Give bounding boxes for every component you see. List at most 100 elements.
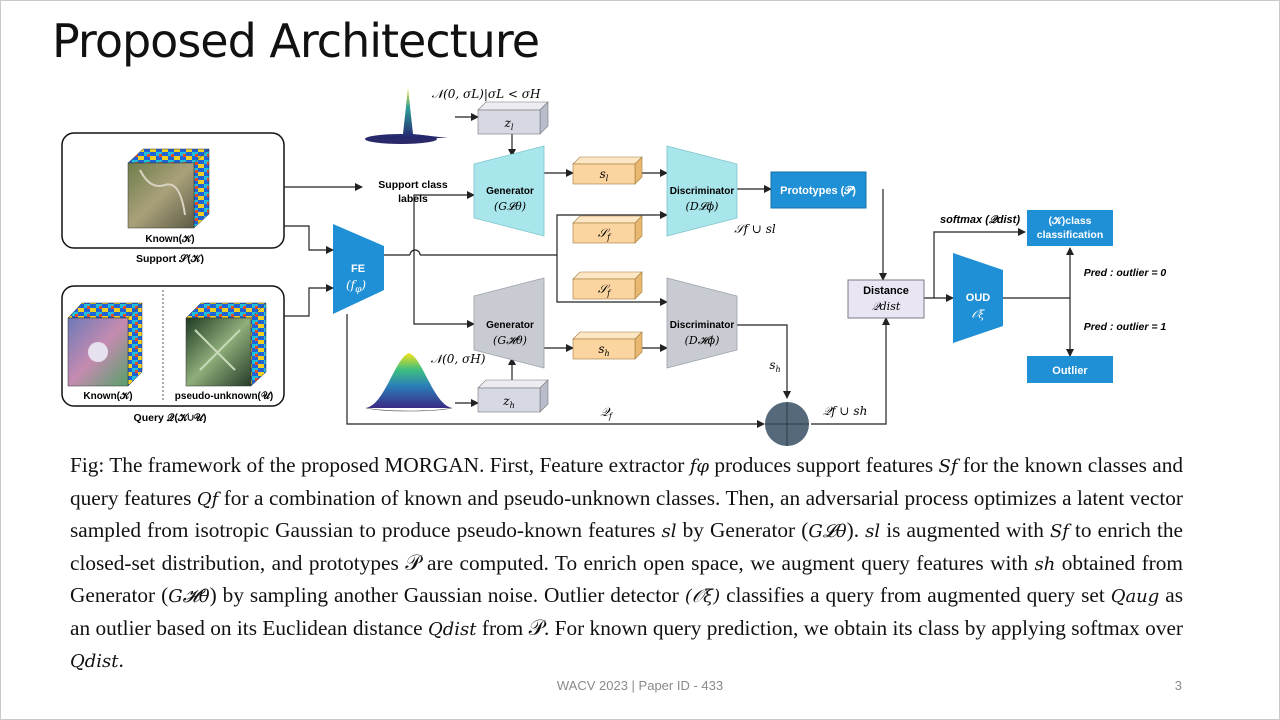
- fe-sub-phi: φ: [355, 285, 362, 295]
- caption-l4-var2: sl: [865, 521, 881, 542]
- distance-sub: 𝒬dist: [872, 300, 901, 313]
- architecture-diagram: Known(𝒦) Support 𝒮(𝒦) Known(𝒦) pseudo-un…: [61, 87, 1167, 446]
- noise-low-label: 𝒩(0, σL)|σL < σH: [432, 87, 541, 101]
- svg-text:sl: sl: [600, 167, 609, 183]
- svg-text:sh: sh: [769, 358, 780, 374]
- caption-l5-var: sh: [1034, 553, 1056, 575]
- gen-l-title: Generator: [486, 186, 534, 197]
- noise-high-label: 𝒩(0, σH): [431, 352, 486, 366]
- support-panel: Known(𝒦): [61, 132, 285, 249]
- figure-caption: Fig: The framework of the proposed MORGA…: [70, 450, 1183, 678]
- query-label: Query 𝒬(𝒦∪𝒰): [134, 411, 207, 424]
- svg-text:(fφ): (fφ): [346, 278, 366, 295]
- caption-l2: known classes and query features: [70, 453, 1184, 510]
- slide-title: Proposed Architecture: [52, 14, 540, 68]
- pred-outlier-1: Pred : outlier = 1: [1084, 321, 1167, 333]
- discriminator-low: Discriminator (D𝓛ϕ): [666, 145, 738, 237]
- caption-l4d: to enrich the closed-set distribution, a…: [70, 518, 1183, 575]
- feat-s-f-2: 𝒮f: [572, 271, 643, 300]
- support-known-label: Known(𝒦): [145, 233, 194, 245]
- caption-l3: adversarial process optimizes a latent v…: [70, 485, 1183, 543]
- caption-l1-var: fφ: [689, 456, 709, 477]
- z-h-label: z: [502, 394, 510, 408]
- slide-footer: WACV 2023 | Paper ID - 433: [556, 678, 724, 693]
- caption-l6: Gaussian noise. Outlier detector: [403, 583, 685, 607]
- caption-l5-var2: G𝓗θ: [168, 586, 210, 607]
- s-l-label: s: [600, 167, 606, 181]
- support-hsi-cube: [127, 148, 210, 229]
- gen-h-sub: (G𝓗θ): [493, 334, 527, 347]
- s-h-side-label: s: [769, 358, 775, 372]
- caption-l5: To enrich open space, we augment query f…: [554, 550, 1035, 575]
- distance-title: Distance: [863, 285, 909, 297]
- svg-text:zl: zl: [504, 116, 514, 132]
- connectors: [284, 113, 1074, 428]
- query-pseudo-unknown-cube: [185, 302, 267, 387]
- support-label: Support 𝒮(𝒦): [136, 252, 204, 265]
- oud-sub: 𝒪ξ: [972, 308, 986, 321]
- pred-outlier-0: Pred : outlier = 0: [1084, 267, 1167, 279]
- query-known-label: Known(𝒦): [83, 390, 132, 402]
- disc-h-sub: (D𝓗ϕ): [685, 334, 720, 347]
- fe-sub: (f: [346, 278, 358, 292]
- support-class-labels-l2: labels: [398, 193, 428, 205]
- z-l-box: zl: [477, 101, 549, 135]
- generator-low: Generator (G𝓛θ): [473, 145, 545, 237]
- caption-l1b: produces support features: [708, 453, 939, 477]
- q-f-label: 𝒬: [600, 405, 611, 419]
- caption-l2b: for a combination of known and pseudo-un…: [218, 485, 801, 510]
- s-h-sub: h: [605, 349, 610, 358]
- caption-l6-var2: Qaug: [1110, 586, 1160, 607]
- caption-l7c: .: [118, 648, 124, 672]
- prototypes-box: Prototypes (𝒫): [770, 171, 867, 209]
- disc-l-title: Discriminator: [670, 186, 735, 197]
- oud-block: OUD 𝒪ξ: [953, 253, 1003, 343]
- caption-l7-var2: Qdist: [70, 651, 119, 672]
- noise-low-spike: [365, 88, 448, 144]
- caption-l7b: from 𝒫. For known query prediction, we o…: [476, 615, 1184, 640]
- augment-circle: [765, 402, 809, 446]
- q-f-sub: f: [608, 412, 614, 421]
- svg-text:zh: zh: [502, 394, 514, 410]
- s-h-side-sub: h: [776, 365, 781, 374]
- s-h-label: s: [598, 342, 604, 356]
- discriminator-high: Discriminator (D𝓗ϕ): [666, 277, 738, 369]
- s-f-1-sub: f: [606, 233, 612, 242]
- s-l-sub: l: [606, 174, 609, 183]
- caption-l7: Euclidean distance: [262, 615, 428, 640]
- query-panel: Known(𝒦) pseudo-unknown(𝒰): [61, 285, 285, 407]
- feat-s-h: sh: [572, 331, 643, 360]
- softmax-label: softmax (𝒬dist): [940, 214, 1020, 226]
- gen-l-sub: (G𝓛θ): [494, 200, 526, 213]
- feature-extractor: FE (fφ): [333, 224, 384, 314]
- caption-l4-var: G𝓛θ: [808, 521, 847, 542]
- svg-text:𝒬f: 𝒬f: [600, 405, 614, 421]
- gen-h-title: Generator: [486, 320, 534, 331]
- caption-l1-var2: Sf: [938, 456, 958, 477]
- generator-high: Generator (G𝓗θ): [473, 277, 545, 369]
- disc-h-title: Discriminator: [670, 320, 735, 331]
- noise-high-bell: [365, 353, 453, 412]
- caption-l4-var3: Sf: [1049, 521, 1069, 542]
- caption-l1: Fig: The framework of the proposed MORGA…: [70, 453, 690, 477]
- class-cls-l2: classification: [1037, 229, 1104, 241]
- support-class-labels-l1: Support class: [378, 179, 448, 191]
- caption-l5b: obtained from Generator (: [70, 550, 1183, 608]
- caption-l4c: is augmented with: [880, 518, 1050, 542]
- sf-union-sl-label: 𝒮f ∪ sl: [734, 222, 776, 236]
- class-classification-box: (𝒦)class classification: [1027, 210, 1113, 246]
- z-h-box: zh: [477, 379, 549, 413]
- query-known-cube: [67, 302, 143, 387]
- caption-l1c: for the: [957, 453, 1020, 477]
- feat-s-f-1: 𝒮f: [572, 215, 643, 244]
- caption-l2-var: Qf: [196, 488, 219, 510]
- feat-s-l: sl: [572, 156, 643, 185]
- svg-text:sh: sh: [598, 342, 609, 358]
- s-f-2-sub: f: [606, 289, 612, 298]
- page-number: 3: [1174, 678, 1182, 693]
- z-h-sub: h: [510, 401, 515, 410]
- qf-union-sh-label: 𝒬f ∪ sh: [823, 404, 868, 418]
- z-l-sub: l: [511, 123, 514, 132]
- caption-l4b: ).: [846, 518, 866, 542]
- caption-l6c: as an outlier based on its: [70, 583, 1183, 640]
